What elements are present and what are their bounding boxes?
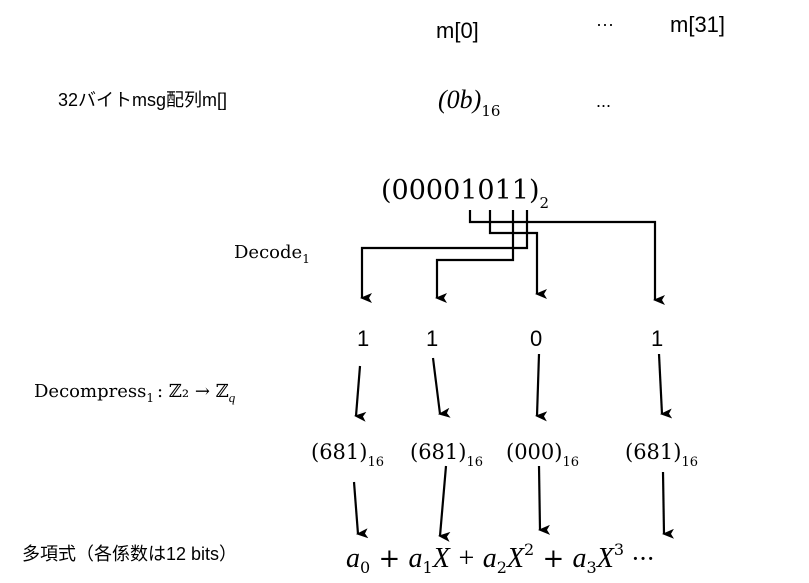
wire-bit1: [435, 210, 515, 303]
bit-value: 1: [426, 326, 438, 351]
coefficient: (000)16: [506, 440, 579, 470]
coefficient: (681)16: [311, 440, 384, 470]
arrow-poly-0: [352, 481, 369, 539]
polynomial-label: 多項式（各係数は12 bits）: [22, 544, 237, 564]
arrow-decompress-0: [354, 365, 367, 422]
arrow-decompress-2: [535, 353, 548, 422]
bit-value: 0: [530, 326, 542, 351]
bit-value: 1: [357, 326, 369, 351]
msg-array-label: 32バイトmsg配列m[]: [58, 90, 227, 110]
arrow-poly-2: [537, 465, 551, 535]
binary-value: (00001011)2: [381, 175, 549, 212]
polynomial-expression: a0 + a1X + a2X2 + a3X3 ···: [346, 540, 655, 577]
header-ellipsis: ···: [596, 14, 614, 34]
arrow-poly-1: [438, 465, 451, 542]
msg-byte-value: (0b)16: [438, 85, 500, 120]
coefficient: (681)16: [410, 440, 483, 470]
arrow-poly-3: [661, 471, 675, 539]
coefficient: (681)16: [625, 440, 698, 470]
arrow-decompress-3: [657, 353, 673, 419]
decompress-label: Decompress1: ℤ₂ → ℤq: [34, 381, 236, 405]
header-m31: m[31]: [670, 12, 725, 37]
header-m0: m[0]: [436, 18, 479, 43]
msg-ellipsis: ...: [596, 91, 611, 111]
arrow-decompress-1: [431, 357, 451, 418]
wire-bit3: [360, 210, 529, 303]
decode-label: Decode1: [234, 242, 310, 266]
wire-bit0: [468, 210, 665, 305]
bit-value: 1: [651, 326, 663, 351]
